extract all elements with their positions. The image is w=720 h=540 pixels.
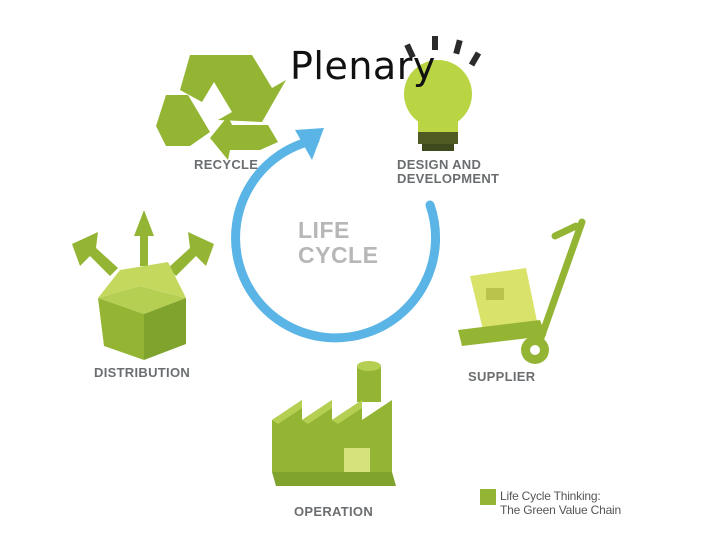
recycle-icon [156,55,286,160]
center-label: LIFE CYCLE [298,218,378,268]
hand-truck-icon [458,218,586,364]
factory-icon [272,361,396,486]
legend-line2: The Green Value Chain [500,503,621,517]
operation-label: OPERATION [294,504,374,519]
legend-line1: Life Cycle Thinking: [500,489,601,503]
cycle-arrow-icon [231,128,441,343]
center-label-line1: LIFE [298,217,350,243]
slide-title: Plenary [290,44,436,88]
legend-swatch [480,489,496,505]
lightbulb-icon [404,36,482,151]
design-label-line2: DEVELOPMENT [397,171,500,186]
box-arrows-icon [72,210,214,360]
design-label-line1: DESIGN AND [397,157,482,172]
center-label-line2: CYCLE [298,242,379,268]
supplier-label: SUPPLIER [468,369,536,384]
distribution-label: DISTRIBUTION [94,365,191,380]
design-label: DESIGN AND DEVELOPMENT [397,158,499,186]
legend-text: Life Cycle Thinking: The Green Value Cha… [500,489,621,517]
recycle-label: RECYCLE [194,157,259,172]
